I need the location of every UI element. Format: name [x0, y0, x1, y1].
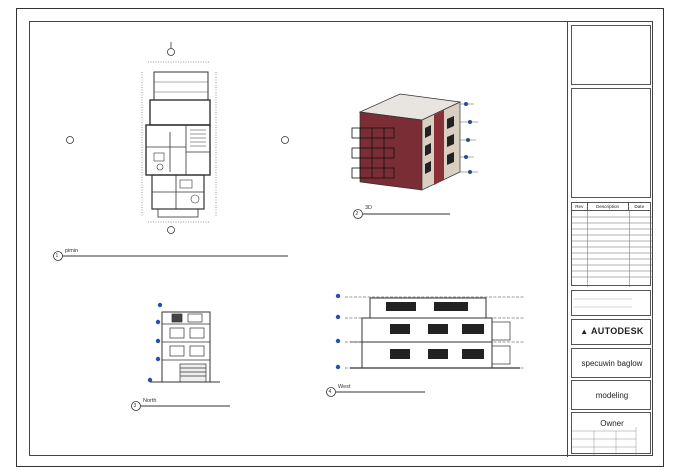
company-name: AUTODESK: [590, 326, 644, 336]
drawing-sheet: 1 pimin 2 3D 3 North 4 West Rev Descript…: [16, 8, 664, 467]
north-elevation: [150, 311, 220, 383]
three-d-view-number: 2: [355, 210, 359, 217]
north-level-markers: [147, 302, 163, 383]
sheet-border: 1 pimin 2 3D 3 North 4 West Rev Descript…: [29, 21, 654, 457]
floor-plan: [66, 42, 289, 234]
three-d-view: [351, 93, 478, 191]
north-view-name: North: [143, 398, 157, 404]
west-elevation: [345, 296, 525, 369]
owner-box: Owner: [571, 412, 651, 455]
project-info-grid: [572, 427, 637, 455]
rev-column-header: Rev: [572, 203, 588, 210]
west-view-number: 4: [328, 388, 332, 395]
drawing-area: 1 pimin 2 3D 3 North 4 West: [30, 22, 567, 457]
north-view-title-marker: [131, 401, 230, 411]
plan-view-name: pimin: [65, 248, 79, 254]
title-block: Rev Description Date: [567, 22, 654, 457]
title-block-logo-box: [571, 25, 651, 85]
autodesk-logo-icon: ▲: [580, 327, 589, 336]
consultant-lines: [574, 298, 632, 308]
project-name-box: specuwin baglow: [571, 348, 651, 378]
plan-view-title-marker: [53, 251, 288, 261]
plan-view-number: 1: [55, 252, 59, 259]
west-view-title-marker: [326, 387, 425, 397]
three-d-view-title-marker: [353, 209, 450, 219]
sheet-name-box: modeling: [571, 380, 651, 410]
title-block-notes-box: [571, 88, 651, 198]
sheet-name: modeling: [595, 391, 629, 400]
three-d-view-name: 3D: [365, 205, 373, 211]
west-level-markers: [335, 293, 341, 370]
revision-table-grid: [572, 211, 652, 287]
revision-table: Rev Description Date: [571, 202, 652, 287]
west-elevation-windows: [386, 302, 484, 359]
owner-name: Owner: [600, 419, 624, 428]
company-box: ▲ AUTODESK: [571, 319, 651, 345]
consultant-box: [571, 290, 651, 316]
revision-table-header: Rev Description Date: [572, 203, 650, 211]
drawing-canvas: [53, 42, 525, 411]
north-view-number: 3: [133, 402, 137, 409]
description-column-header: Description: [588, 203, 629, 210]
date-column-header: Date: [634, 204, 645, 209]
project-name: specuwin baglow: [581, 359, 643, 368]
west-view-name: West: [338, 384, 351, 390]
